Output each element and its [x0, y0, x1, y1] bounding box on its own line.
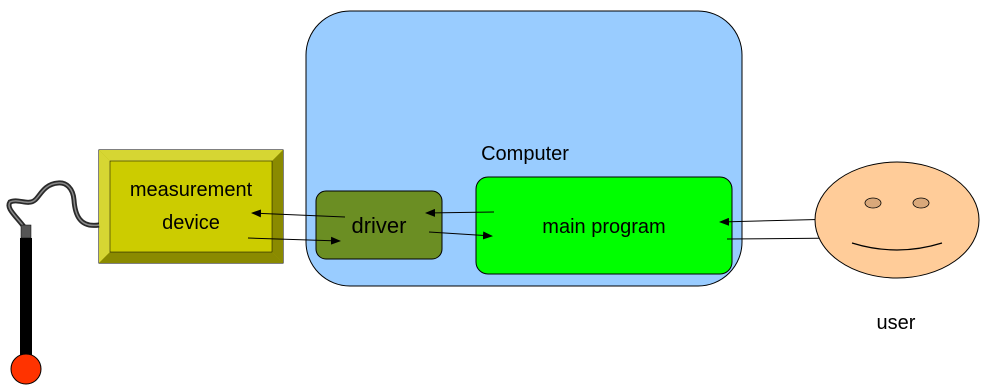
temperature-probe-icon: [6, 180, 100, 385]
main-program-box: [475, 176, 733, 275]
arrow-device-to-driver: [247, 236, 341, 245]
measurement-device: measurement device: [98, 149, 284, 264]
user-label: user: [877, 312, 916, 334]
computer-label: Computer: [481, 143, 569, 165]
arrow-driver-to-main: [428, 231, 493, 240]
arrow-driver-to-device: [251, 209, 346, 218]
device-label-line2: device: [162, 212, 220, 234]
arrow-main-to-driver: [425, 208, 495, 217]
device-label-line1: measurement: [130, 179, 253, 201]
driver-label: driver: [351, 213, 406, 238]
driver-box: [315, 190, 443, 260]
main-program-label: main program: [542, 216, 665, 238]
smiley-face-icon: [814, 161, 980, 279]
